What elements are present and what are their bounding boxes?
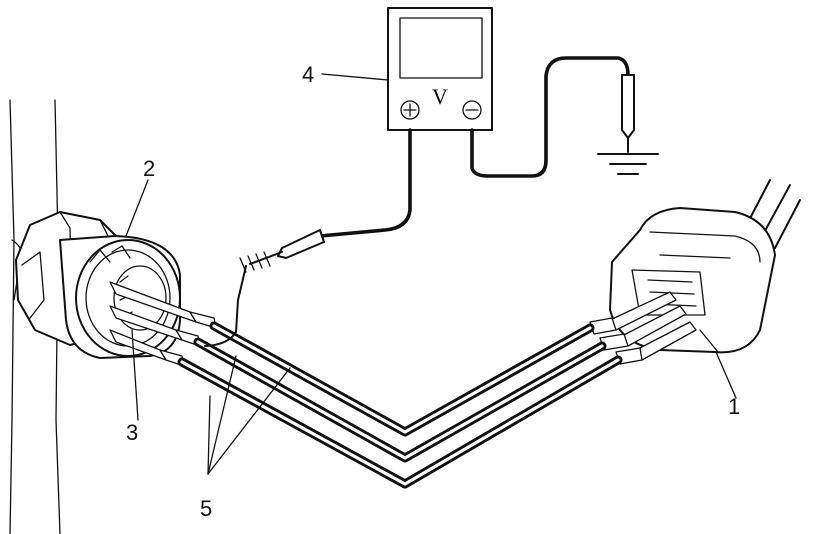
callout-2: 2 (125, 156, 155, 237)
positive-test-lead (204, 128, 412, 347)
ground-symbol-icon (597, 153, 659, 175)
callout-3: 3 (126, 329, 139, 445)
callout-4: 4 (302, 62, 389, 87)
negative-test-lead (470, 56, 635, 178)
callout-5: 5 (200, 355, 291, 521)
voltmeter-icon: V (387, 7, 493, 131)
callout-label-1: 1 (728, 394, 740, 419)
callout-label-3: 3 (126, 420, 138, 445)
callout-label-4: 4 (302, 62, 314, 87)
right-probe-pins (589, 291, 697, 365)
right-connector (609, 179, 801, 354)
callout-1: 1 (715, 351, 740, 419)
ground-probe-icon (621, 74, 635, 139)
jumper-harness (177, 321, 623, 489)
callout-label-2: 2 (143, 156, 155, 181)
callout-label-5: 5 (200, 496, 212, 521)
left-connector (15, 211, 181, 359)
test-probe-icon (277, 229, 325, 259)
meter-unit-label: V (432, 84, 448, 109)
